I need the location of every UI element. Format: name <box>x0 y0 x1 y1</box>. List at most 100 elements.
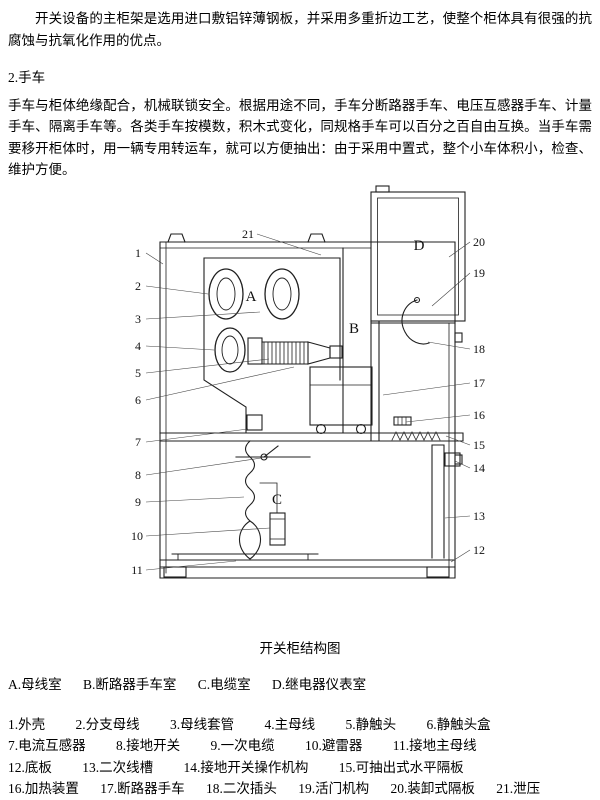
arrester-stem <box>259 482 278 513</box>
part-item-8: 8.接地开关 <box>116 738 181 753</box>
handcart-wheel-left <box>315 423 327 434</box>
part-item-18: 18.二次插头 <box>206 781 277 796</box>
part-item-4: 4.主母线 <box>264 716 316 732</box>
top-lugs <box>167 232 326 243</box>
callout-20: 20 <box>473 235 485 249</box>
handcart-wheel-right <box>355 423 367 434</box>
part-item-20: 20.装卸式隔板 <box>390 781 475 796</box>
earthing-pivot <box>260 452 268 461</box>
compartment-letter-a: A <box>246 289 257 305</box>
base-plate <box>159 558 456 568</box>
callout-13: 13 <box>473 509 485 523</box>
callout-17: 17 <box>473 376 485 390</box>
bushing-left-inner <box>216 277 236 310</box>
leader-lines <box>145 233 471 570</box>
part-item-3: 3.母线套管 <box>170 716 235 732</box>
cable-terminal <box>238 519 262 560</box>
part-item-11: 11.接地主母线 <box>392 738 477 753</box>
relay-box-inner <box>377 197 459 315</box>
earthing-mechanism-bracket <box>444 451 461 467</box>
contact-plug-assembly <box>247 336 343 365</box>
relay-compartment-box <box>370 184 466 322</box>
diagram-caption: 开关柜结构图 <box>259 640 341 656</box>
plug-corrugation <box>263 341 305 364</box>
cabinet-line-art: 1 2 3 4 5 6 7 8 9 10 11 12 13 14 15 16 1… <box>131 184 485 579</box>
part-item-12: 12.底板 <box>8 759 52 775</box>
callout-10: 10 <box>131 529 143 543</box>
arrester <box>259 482 286 546</box>
plug-taper <box>307 340 331 365</box>
internal-partitions <box>203 246 456 442</box>
ground-bus <box>171 553 319 560</box>
callout-4: 4 <box>135 339 141 353</box>
wall-tab-lower <box>454 453 463 465</box>
base-foot-right <box>426 565 450 578</box>
part-item-14: 14.接地开关操作机构 <box>183 759 309 775</box>
part-item-1: 1.外壳 <box>8 716 46 732</box>
heater-block <box>393 415 412 426</box>
paragraph-cabinet-frame: 开关设备的主柜架是选用进口敷铝锌薄钢板，并采用多重折边工艺，使整个柜体具有很强的… <box>8 11 592 48</box>
primary-cable <box>244 439 256 522</box>
part-item-10: 10.避雷器 <box>305 738 363 753</box>
part-item-6: 6.静触头盒 <box>426 716 491 732</box>
earthing-switch <box>235 444 311 461</box>
bushing-right-inner <box>272 277 292 310</box>
parts-line-3: 12.底板 13.二次线槽 14.接地开关操作机构 15.可抽出式水平隔板 <box>8 757 592 779</box>
part-item-9: 9.一次电缆 <box>210 738 275 753</box>
parts-line-1: 1.外壳 2.分支母线 3.母线套管 4.主母线 5.静触头 6.静触头盒 <box>8 714 592 736</box>
callout-19: 19 <box>473 266 485 280</box>
callout-15: 15 <box>473 438 485 452</box>
section-heading-handcart: 2.手车 <box>8 70 46 85</box>
callout-3: 3 <box>135 312 141 326</box>
paragraph-handcart: 手车与柜体绝缘配合，机械联锁安全。根据用途不同，手车分断路器手车、电压互感器手车… <box>8 97 592 178</box>
parts-line-2: 7.电流互感器 8.接地开关 9.一次电缆 10.避雷器 11.接地主母线 <box>8 735 592 757</box>
base-foot-left <box>163 565 187 578</box>
part-item-15: 15.可抽出式水平隔板 <box>338 759 464 775</box>
wall-tab-upper <box>454 331 463 343</box>
shutter-hook <box>401 296 430 345</box>
relay-box-outer <box>370 190 466 322</box>
part-item-21: 21.泄压 <box>496 781 541 796</box>
compartment-letters: A B C D <box>246 238 425 508</box>
compartment-letter-d: D <box>414 238 425 254</box>
callout-14: 14 <box>473 461 485 475</box>
handcart-body <box>309 365 373 426</box>
callout-11: 11 <box>131 563 143 577</box>
compartment-legend: A.母线室 B.断路器手车室 C.电缆室 D.继电器仪表室 <box>8 674 592 696</box>
callout-5: 5 <box>135 366 141 380</box>
plug-contact-box <box>329 344 343 359</box>
compartment-letter-b: B <box>349 321 359 337</box>
part-item-17: 17.断路器手车 <box>100 781 185 796</box>
shell-inner-walls <box>159 241 450 573</box>
callout-16: 16 <box>473 408 485 422</box>
callout-labels: 1 2 3 4 5 6 7 8 9 10 11 12 13 14 15 16 1… <box>131 227 485 577</box>
compartment-letter-c: C <box>272 492 282 508</box>
compartment-legend-d: D.继电器仪表室 <box>272 677 367 692</box>
callout-12: 12 <box>473 543 485 557</box>
part-item-19: 19.活门机构 <box>298 781 370 796</box>
part-item-16: 16.加热装置 <box>8 781 79 796</box>
heater-body <box>393 415 412 426</box>
arrester-caps <box>269 518 286 539</box>
hook-pivot <box>413 296 421 303</box>
compartment-legend-a: A.母线室 <box>8 677 62 692</box>
parts-line-4: 16.加热装置 17.断路器手车 18.二次插头 19.活门机构 20.装卸式隔… <box>8 778 592 800</box>
busbar-bushings <box>208 267 300 373</box>
callout-7: 7 <box>135 435 141 449</box>
arrester-body <box>269 511 286 546</box>
main-busbar-bushing-inner <box>221 335 239 364</box>
current-transformer <box>246 413 263 431</box>
main-busbar-bushing-outer <box>214 326 246 373</box>
part-item-7: 7.电流互感器 <box>8 738 86 753</box>
callout-2: 2 <box>135 279 141 293</box>
part-item-13: 13.二次线槽 <box>82 759 154 775</box>
earthing-lever <box>263 444 279 458</box>
heater-fins <box>397 416 407 425</box>
callout-9: 9 <box>135 495 141 509</box>
wire-duct <box>431 443 445 559</box>
callout-1: 1 <box>135 246 141 260</box>
compartment-legend-c: C.电缆室 <box>197 677 251 692</box>
callout-18: 18 <box>473 342 485 356</box>
bushing-left-outer <box>208 267 244 320</box>
